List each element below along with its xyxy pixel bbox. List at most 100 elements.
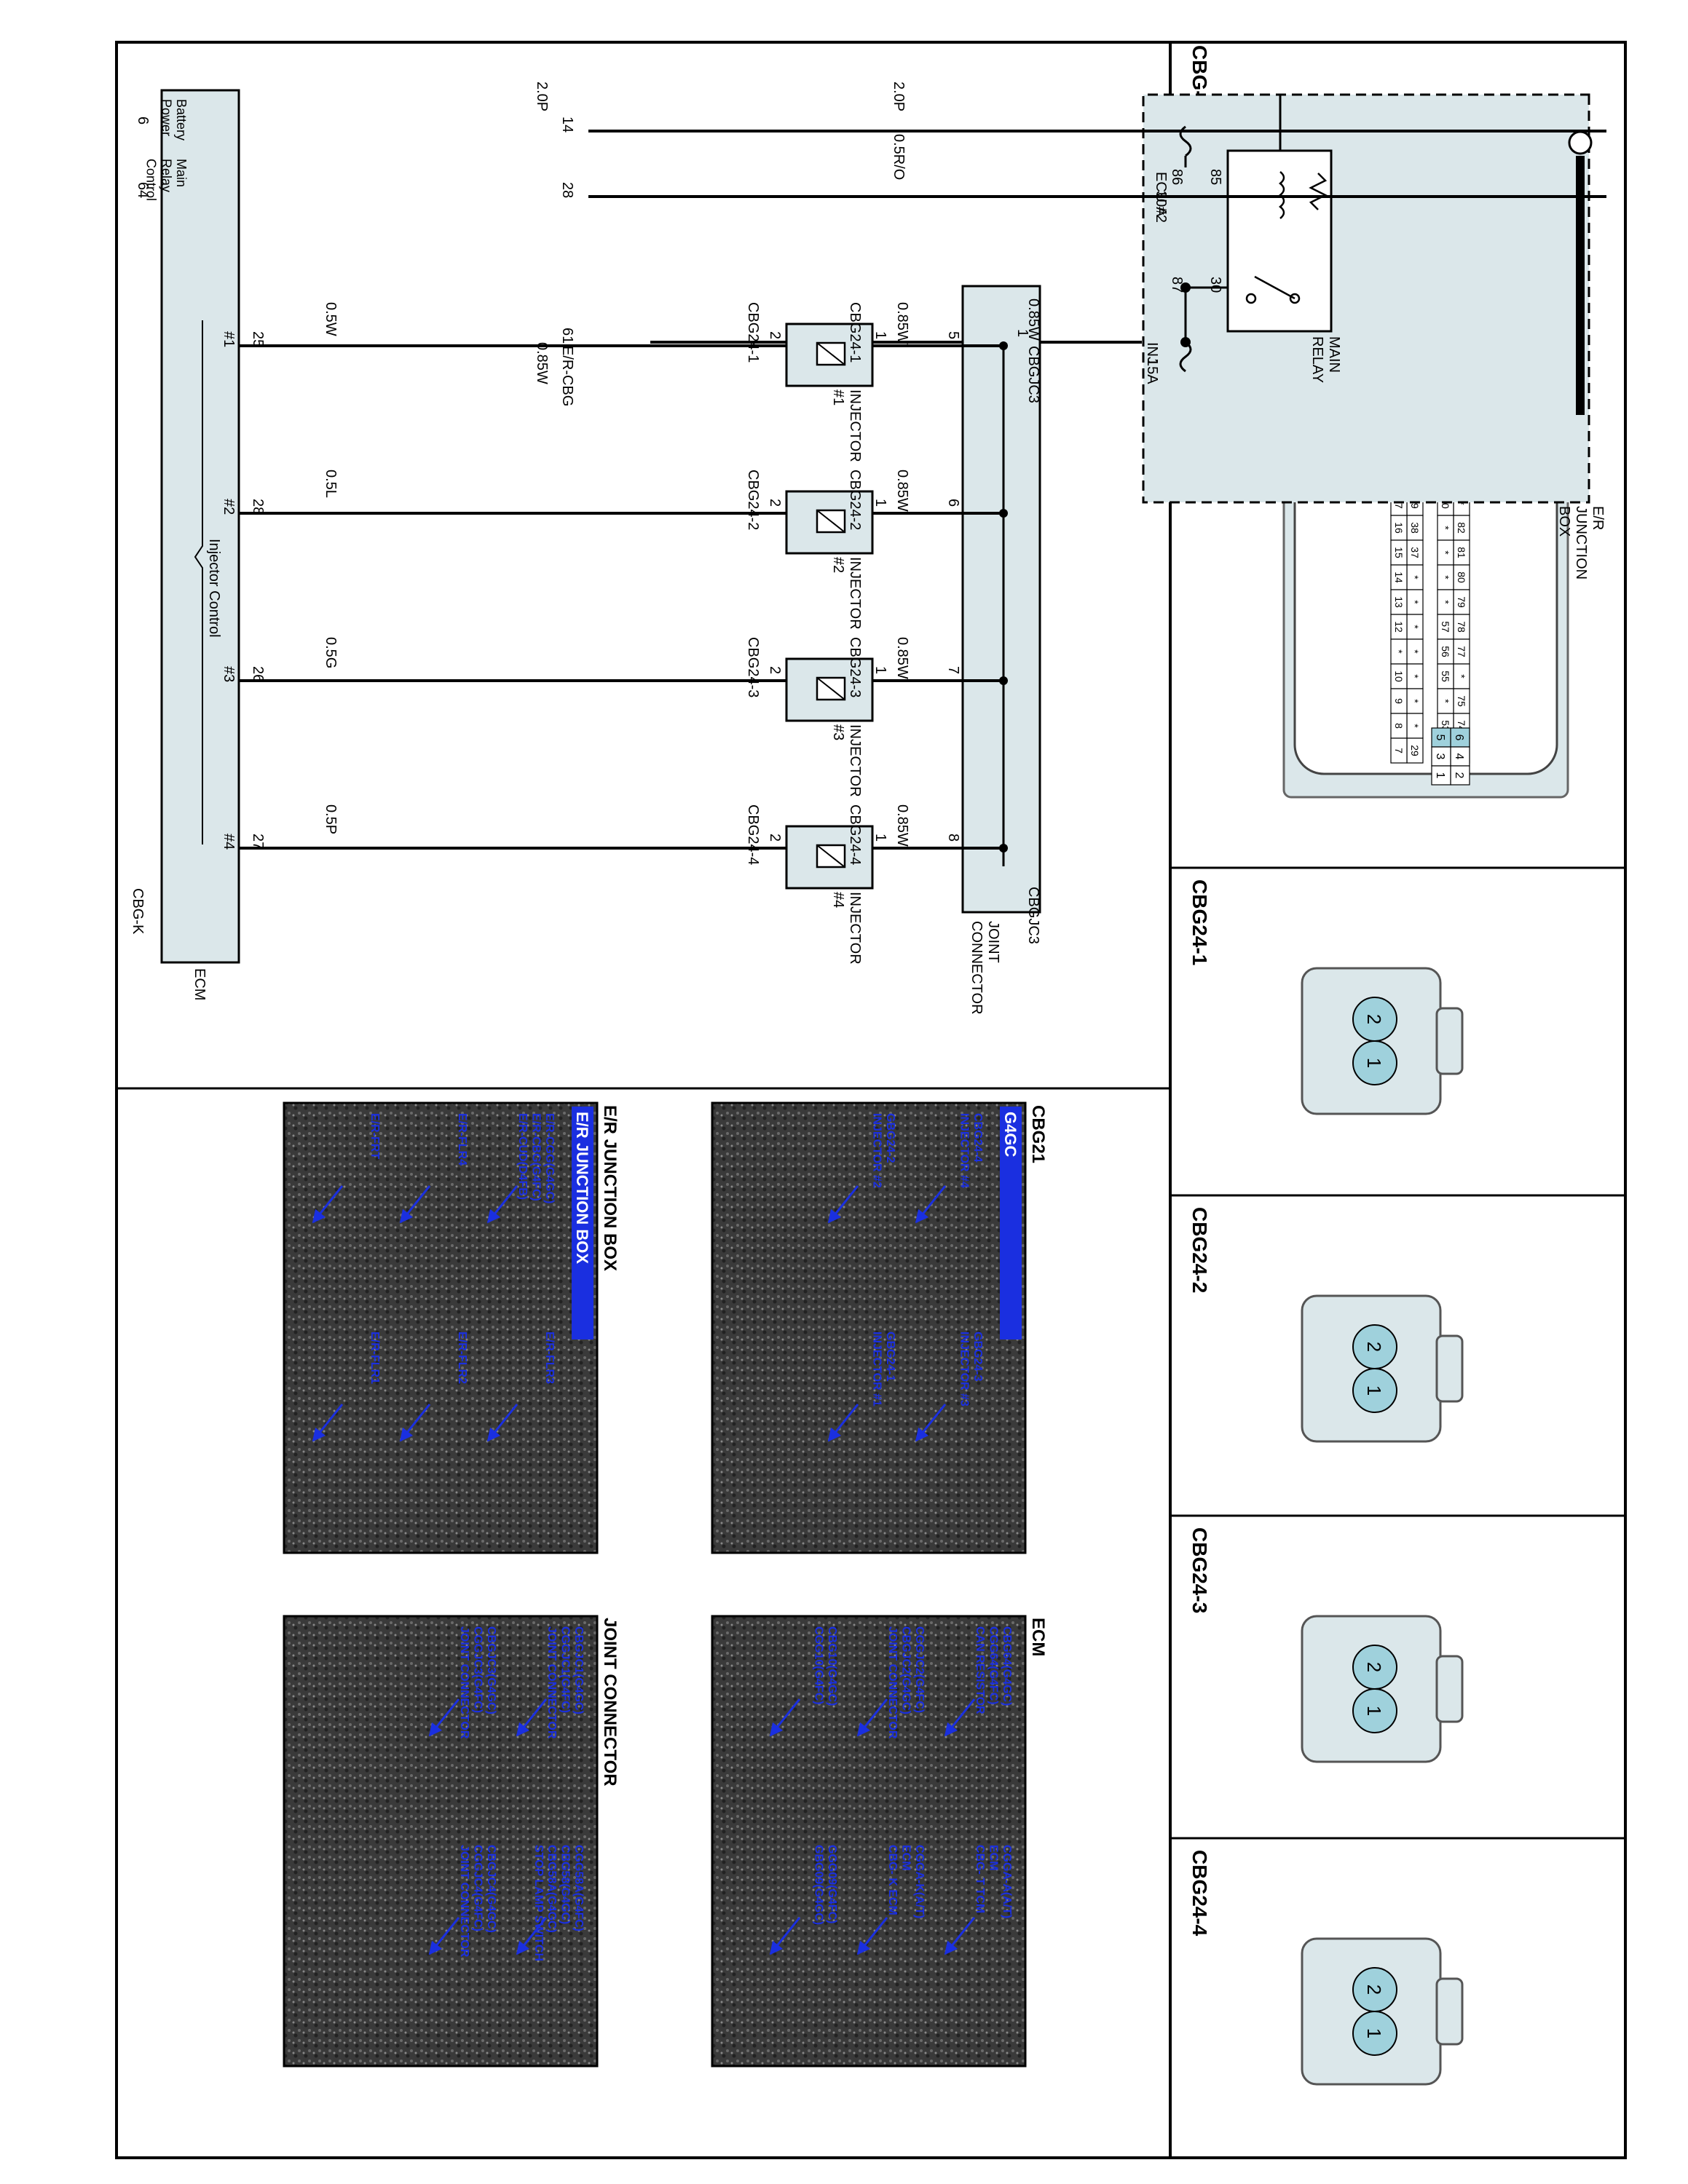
injector-jc-spec: 0.85W: [894, 637, 910, 679]
injector-circuits: 50.85W1CBG24-1INJECTOR#12CBG24-10.5W25#1…: [221, 302, 1008, 965]
cbgk-pin-label: *: [1409, 575, 1421, 579]
cbg24-pin-label: 1: [1363, 1058, 1385, 1068]
cbg24-pin-label: 1: [1363, 1385, 1385, 1396]
injector-coil-diag: [816, 510, 845, 533]
ecm-battery-power-label: BatteryPower: [159, 99, 189, 141]
injector-conn-bot: CBG24-3: [745, 637, 761, 697]
photo-callout: CBG64(G4GC)CGG64(G4FC)CAN RESISTOR: [974, 1626, 1013, 1714]
relay-pin-30: 30: [1207, 277, 1223, 293]
er-junction-box-outline: [1142, 93, 1590, 504]
photo-callout: GBG24-2INJECTOR #2: [871, 1113, 896, 1188]
photo-panel: JOINT CONNECTORCBGJC1(G4GC)CGGJC1(G4FC)J…: [283, 1615, 620, 2068]
cbg24-connector: CBG24-121: [1188, 879, 1464, 1115]
pin-14-spec: 2.0P: [534, 82, 550, 111]
cbg24-pin-label: 2: [1363, 1014, 1385, 1024]
injector-coil-diag: [816, 844, 845, 868]
cbg24-pin: [1352, 1688, 1397, 1733]
cbgk-pin-label: 79: [1456, 596, 1467, 608]
joint-junction-dot: [999, 341, 1008, 350]
cbgk-aux-pin-cell: [1431, 765, 1451, 786]
photo-callout: CBGJC3(G4GC)CGGJC3(G4FC)JOINT CONNECTOR: [458, 1626, 497, 1739]
joint-junction-dot: [999, 844, 1008, 852]
cbgk-pin-label: 56: [1440, 646, 1451, 657]
injector-pin-bot: 2: [767, 666, 783, 674]
photo-callout: CBGJC4(G4GC)CGGJC4(G4FC)JOINT CONNECTOR: [458, 1845, 497, 1958]
photo-callout: E/R-FRT: [368, 1113, 381, 1159]
cbgk-pin-label: 9: [1393, 698, 1405, 704]
photo-callout: GBG24-1INJECTOR #1: [871, 1332, 896, 1406]
cbgk-aux-pin-label: 4: [1453, 753, 1465, 760]
photo-callout-arrow: [769, 1698, 801, 1737]
photo-callout-arrow: [312, 1185, 344, 1224]
cbg24-title: CBG24-3: [1188, 1527, 1211, 1613]
injector-name: INJECTOR#3: [830, 724, 863, 797]
photo-callout-arrow: [399, 1404, 431, 1442]
injector-ecm-spec: 0.5P: [323, 804, 339, 834]
pin-14-label: 14: [559, 116, 575, 132]
cbgk-aux-pin-label: 5: [1434, 735, 1446, 741]
injector-jc-spec: 0.85W: [894, 302, 910, 344]
pin-28-label: 28: [559, 182, 575, 198]
inj-fuse-name: INJ: [1144, 342, 1160, 364]
injector-pin-top: 1: [872, 666, 888, 674]
injector-pin-bot: 2: [767, 834, 783, 842]
ecm-box: [160, 89, 240, 964]
cbgk-pin-label: *: [1440, 575, 1451, 579]
injector-jc-pin: 7: [945, 666, 961, 674]
ecm-label: ECM: [192, 968, 208, 1000]
cbgk-pin-label: 82: [1456, 522, 1467, 534]
joint-connector-name-2: CBGJC3: [1025, 887, 1041, 944]
cbgk-pin-label: 14: [1393, 571, 1405, 583]
cbg24-connector: CBG24-421: [1188, 1850, 1464, 2086]
injector-ecm-pin: 25: [250, 331, 266, 347]
photo-callout-arrow: [428, 1917, 460, 1955]
cbg24-title: CBG24-4: [1188, 1850, 1211, 1936]
cbgk-aux-pin-label: 6: [1453, 735, 1465, 741]
photo-callout: E/R-CGG(G4GC)E/R-CBG(G4FC)E/R-CUD(D4FB): [516, 1113, 556, 1203]
inj-fuse-rating: 15A: [1144, 358, 1160, 384]
cbgk-pin-label: *: [1409, 674, 1421, 678]
photo-callout: CGGJC2(G4FC)CBGJC2(G4GC)JOINT CONNECTOR: [886, 1626, 926, 1739]
cbg24-connector: CBG24-321: [1188, 1527, 1464, 1763]
ecm-main-relay-control-label: MainRelayControl: [144, 159, 189, 201]
photo-title: E/R JUNCTION BOX: [600, 1105, 620, 1271]
photo-callout-arrow: [915, 1404, 947, 1442]
photo-callout-arrow: [399, 1185, 431, 1224]
photo-callout: CBGJC1(G4GC)CGGJC1(G4FC)JOINT CONNECTOR: [545, 1626, 585, 1739]
injector-conn-top: CBG24-2: [847, 470, 863, 530]
cbgk-pin-label: 12: [1393, 621, 1405, 633]
photo-callout: E/R-FLR4: [456, 1113, 468, 1166]
photo-callout-arrow: [856, 1917, 888, 1955]
ecm-connector-label: CBG-K: [130, 888, 146, 935]
photo-callout: CGG58A(G4FC)CBG58(G4GC)CBG58A(G4GC)STOP …: [532, 1845, 585, 1961]
cbgk-pin-label: *: [1409, 649, 1421, 654]
cbgk-pin-label: *: [1409, 625, 1421, 629]
photo-title: CBG21: [1028, 1105, 1048, 1163]
cbgk-pin-label: 77: [1456, 646, 1467, 657]
cbgk-pin-label: *: [1409, 600, 1421, 604]
injector-ecm-spec: 0.5G: [323, 637, 339, 668]
joint-connector-label: JOINTCONNECTOR: [969, 921, 1001, 1015]
cbgk-pin-label: 13: [1393, 596, 1405, 608]
cbg24-pin-label: 2: [1363, 1985, 1385, 1995]
cbg24-latch: [1435, 1334, 1464, 1403]
photo-callout: CGGA-K(A/T)ECMCBG- K ECM: [886, 1845, 926, 1918]
ecm-pin-64-label: 64: [135, 182, 151, 198]
injector-control-brace: [194, 320, 203, 844]
relay-pin-85: 85: [1207, 169, 1223, 185]
injector-coil-diag: [816, 677, 845, 700]
injector-ecm-label: #1: [221, 331, 237, 347]
joint-connector-name: CBGJC3: [1025, 346, 1041, 403]
injector-jc-pin: 8: [945, 834, 961, 842]
injector-jc-pin: 6: [945, 499, 961, 507]
bus-bar-terminal: [1568, 130, 1593, 155]
photo-callout: E/R-FLR3: [543, 1332, 556, 1384]
